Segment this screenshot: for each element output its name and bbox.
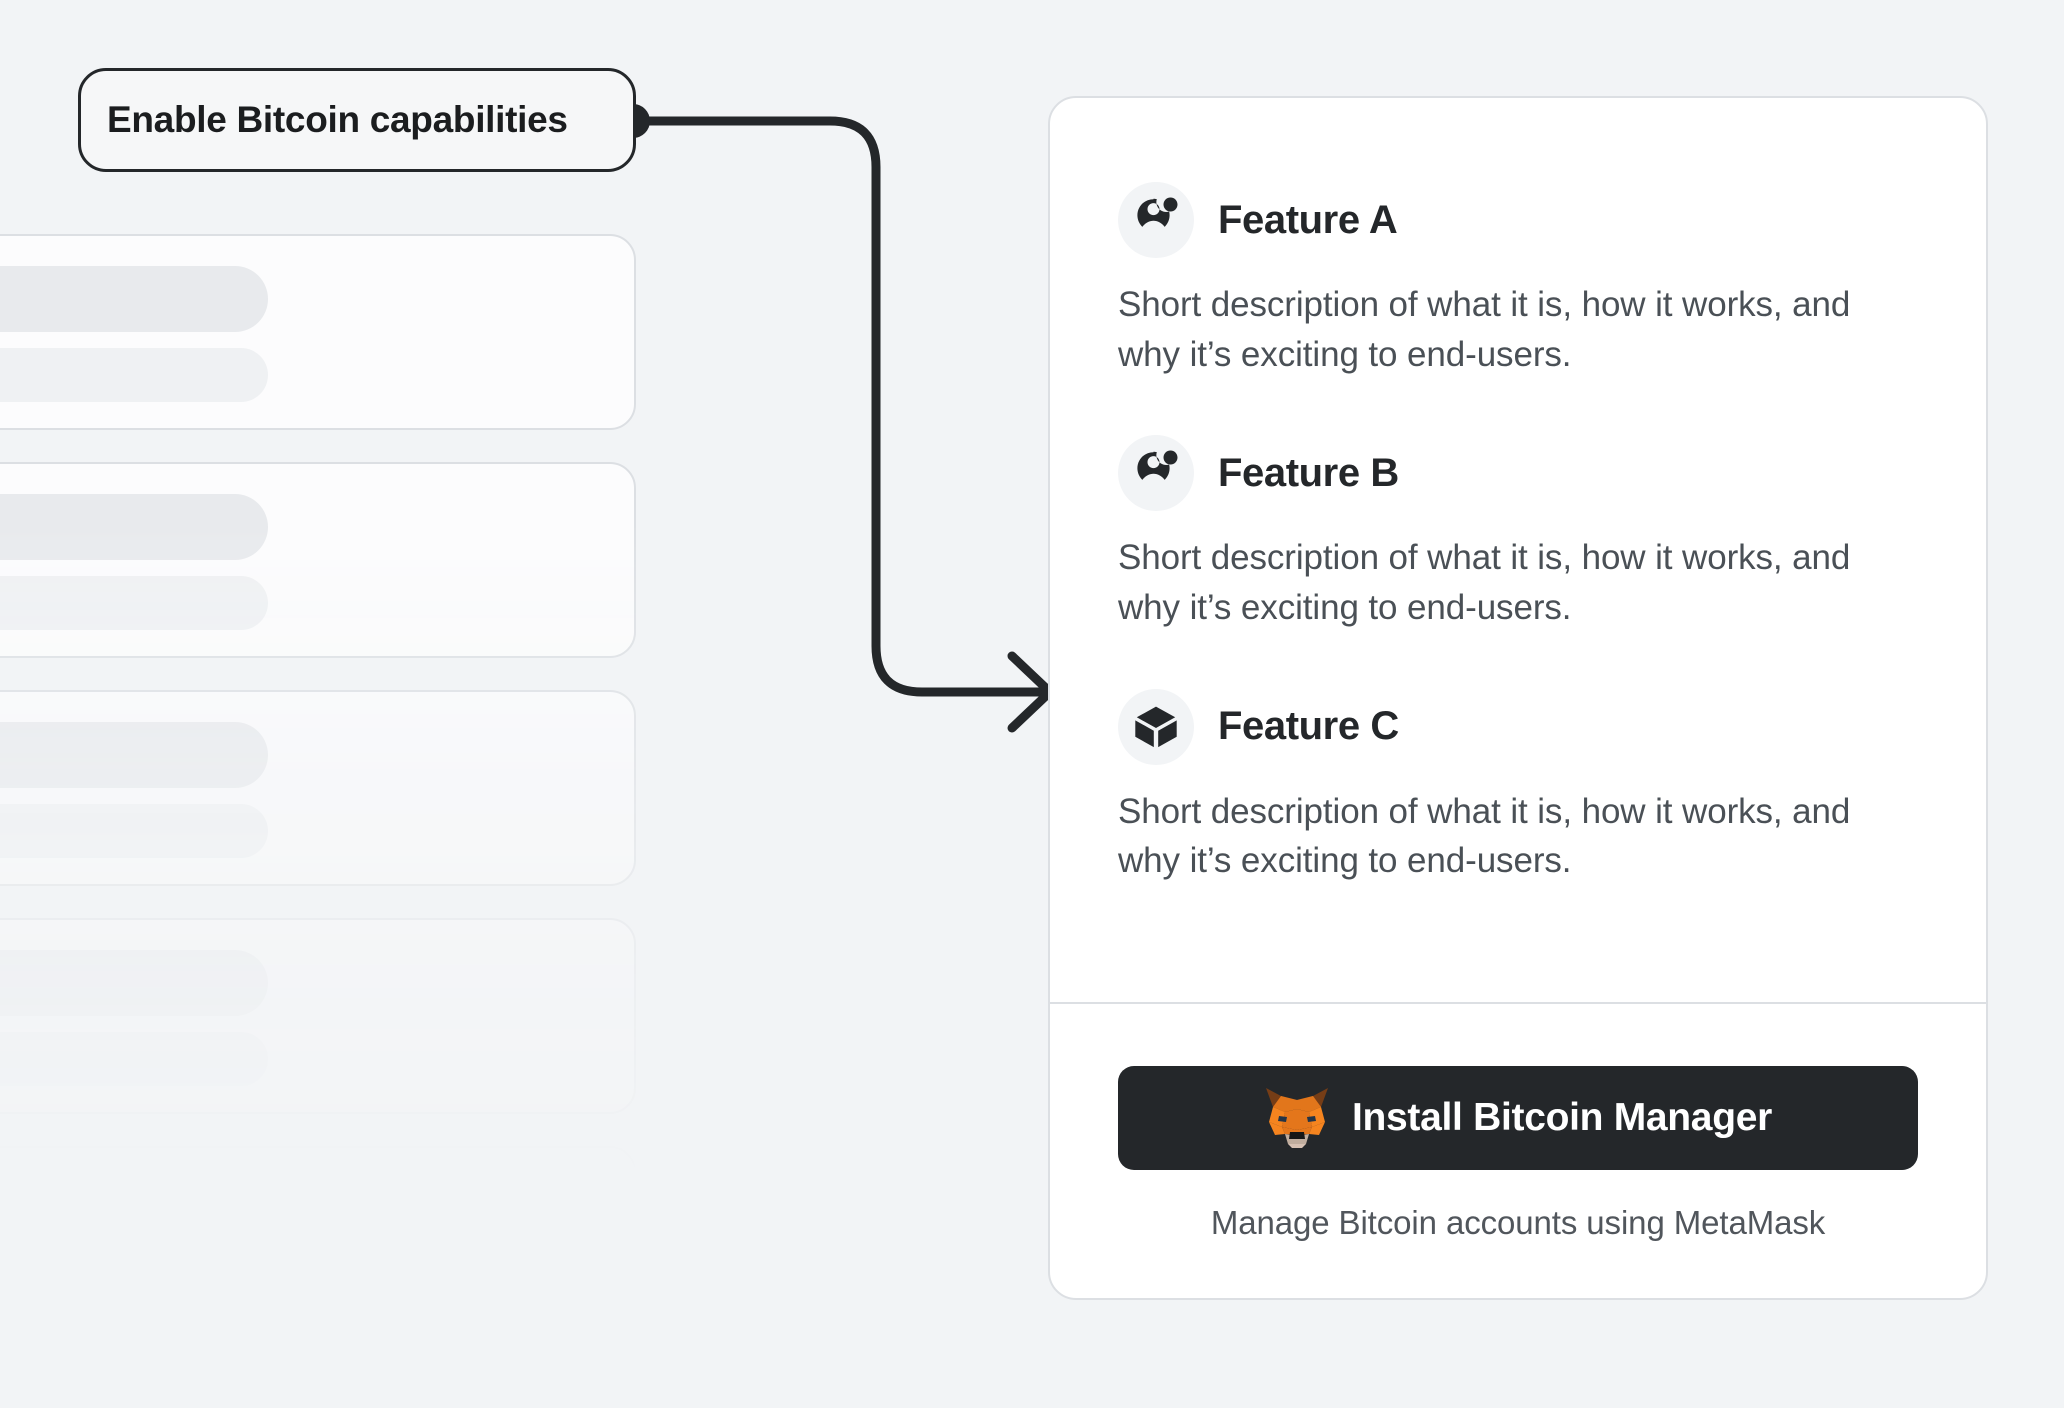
- skeleton-bar-secondary: [0, 804, 268, 858]
- callout-label-text: Enable Bitcoin capabilities: [107, 99, 568, 140]
- skeleton-bar-secondary: [0, 1032, 268, 1086]
- feature-panel: Feature A Short description of what it i…: [1048, 96, 1988, 1300]
- feature-item-b: Feature B Short description of what it i…: [1118, 435, 1918, 632]
- skeleton-bar-primary: [0, 1178, 268, 1244]
- skeleton-bar-primary: [0, 722, 268, 788]
- connector-arrowhead: [1007, 651, 1055, 733]
- install-button-label: Install Bitcoin Manager: [1351, 1096, 1772, 1139]
- footer-caption: Manage Bitcoin accounts using MetaMask: [1210, 1204, 1826, 1241]
- background-card-list: [0, 234, 640, 1342]
- callout-label: Enable Bitcoin capabilities: [78, 68, 636, 172]
- skeleton-bar-primary: [0, 950, 268, 1016]
- install-bitcoin-manager-button[interactable]: Install Bitcoin Manager: [1118, 1066, 1918, 1170]
- skeleton-card: [0, 1146, 636, 1342]
- skeleton-bar-primary: [0, 494, 268, 560]
- feature-item-a: Feature A Short description of what it i…: [1118, 182, 1918, 379]
- skeleton-card: [0, 690, 636, 886]
- skeleton-bar-secondary: [0, 1260, 268, 1314]
- feature-list: Feature A Short description of what it i…: [1050, 98, 1986, 938]
- panel-footer: Install Bitcoin Manager Manage Bitcoin a…: [1050, 1004, 1986, 1298]
- skeleton-card: [0, 918, 636, 1114]
- skeleton-bar-secondary: [0, 576, 268, 630]
- skeleton-card: [0, 462, 636, 658]
- feature-description: Short description of what it is, how it …: [1118, 285, 1851, 374]
- cube-icon: [1118, 688, 1194, 765]
- feature-title: Feature A: [1218, 197, 1398, 242]
- feature-header: Feature C: [1118, 688, 1918, 765]
- feature-item-c: Feature C Short description of what it i…: [1118, 688, 1918, 886]
- feature-header: Feature A: [1118, 182, 1918, 258]
- skeleton-bar-primary: [0, 266, 268, 332]
- connector-path: [628, 116, 1045, 697]
- metamask-fox-icon: [1264, 1087, 1330, 1149]
- user-add-icon: [1118, 435, 1194, 512]
- feature-title: Feature B: [1218, 450, 1399, 495]
- skeleton-card: [0, 234, 636, 430]
- feature-title: Feature C: [1218, 704, 1399, 749]
- feature-description: Short description of what it is, how it …: [1118, 791, 1851, 881]
- feature-header: Feature B: [1118, 435, 1918, 512]
- panel-divider: [1050, 1002, 1986, 1004]
- user-add-icon: [1118, 182, 1194, 258]
- skeleton-bar-secondary: [0, 348, 268, 402]
- feature-description: Short description of what it is, how it …: [1118, 538, 1851, 628]
